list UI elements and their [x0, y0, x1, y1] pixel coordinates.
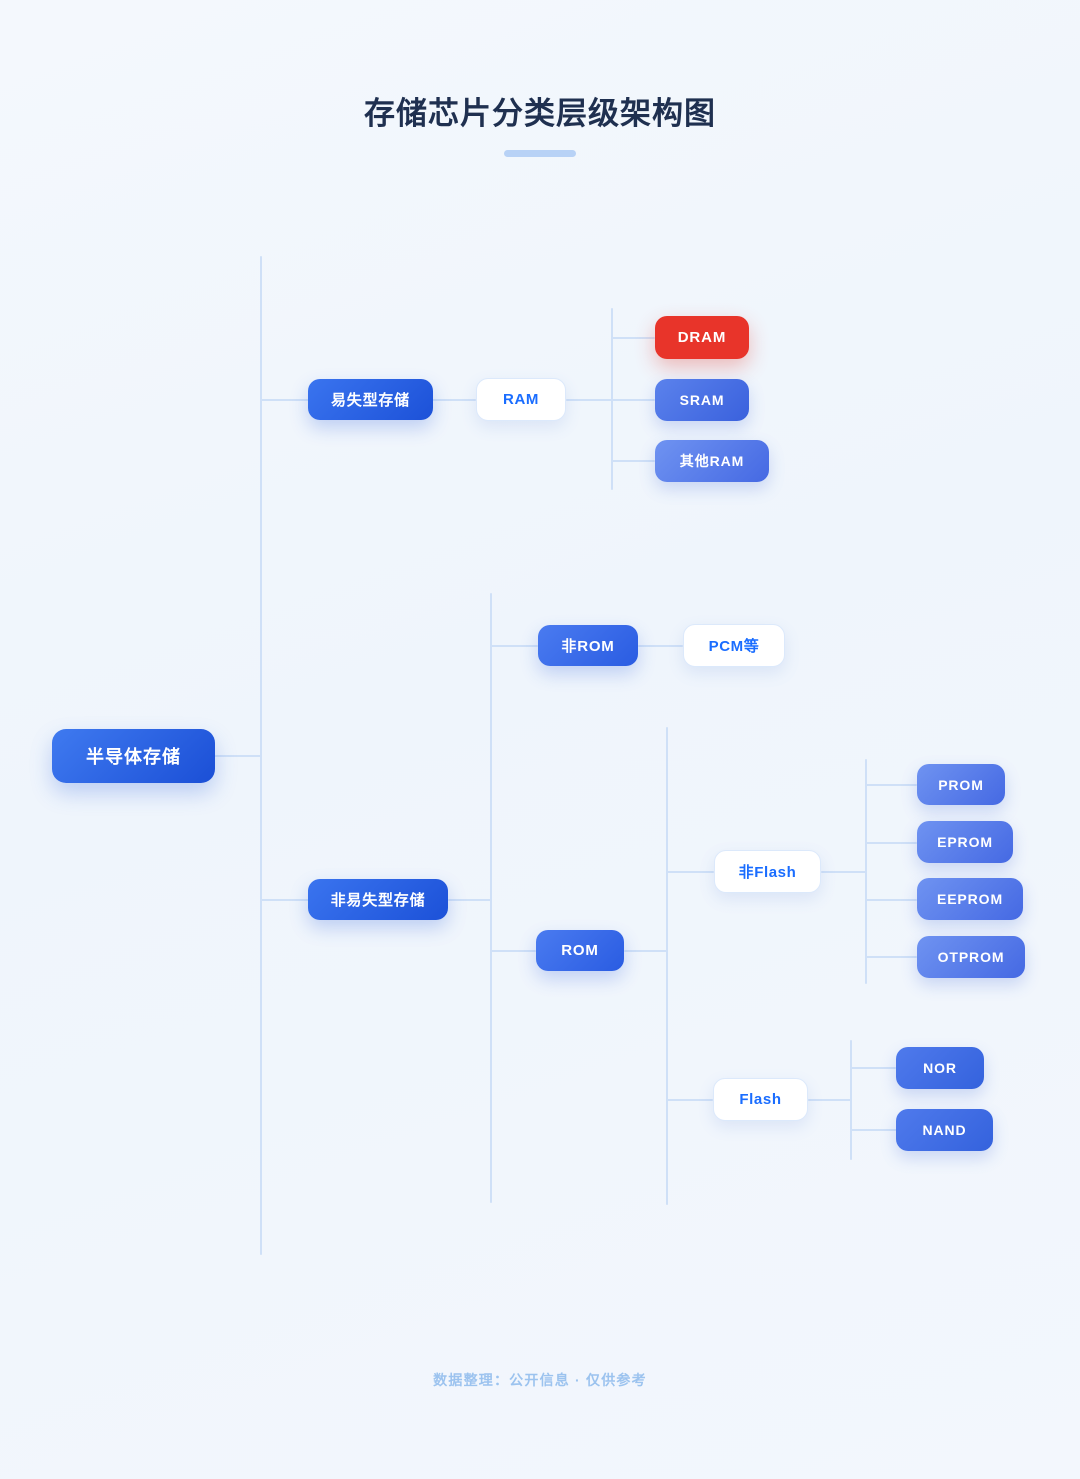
connector-to-eprom: [865, 842, 917, 844]
connector-to-nonvolatile: [260, 899, 309, 901]
node-other-ram[interactable]: 其他RAM: [655, 440, 769, 482]
node-ram[interactable]: RAM: [476, 378, 566, 421]
connector-rom-children-spine: [666, 727, 668, 1205]
node-pcm[interactable]: PCM等: [683, 624, 785, 667]
node-otprom[interactable]: OTPROM: [917, 936, 1025, 978]
node-root-semiconductor-storage[interactable]: 半导体存储: [52, 729, 215, 783]
connector-rom-to-non-flash: [666, 871, 714, 873]
node-label: DRAM: [677, 329, 727, 346]
connector-to-eeprom: [865, 899, 917, 901]
connector-ram-to-dram: [611, 337, 655, 339]
connector-nonvolatile-to-spine: [448, 899, 492, 901]
node-label: PCM等: [708, 638, 760, 655]
page-title: 存储芯片分类层级架构图: [364, 96, 716, 131]
node-label: EPROM: [937, 834, 993, 850]
connector-rom-to-flash: [666, 1099, 713, 1101]
node-dram[interactable]: DRAM: [655, 316, 749, 359]
title-underline-bar: [504, 150, 576, 157]
connector-to-nand: [850, 1129, 901, 1131]
node-label: PROM: [938, 776, 984, 793]
connector-non-rom-to-pcm: [638, 645, 683, 647]
node-label: NAND: [922, 1122, 967, 1138]
node-label: Flash: [739, 1091, 782, 1108]
connector-to-otprom: [865, 956, 917, 958]
connector-to-volatile: [260, 399, 309, 401]
node-label: SRAM: [679, 392, 725, 408]
node-label: EEPROM: [936, 891, 1004, 907]
node-label: NOR: [923, 1060, 957, 1076]
node-eprom[interactable]: EPROM: [917, 821, 1013, 863]
connector-flash-to-spine: [808, 1099, 851, 1101]
node-sram[interactable]: SRAM: [655, 379, 749, 421]
node-label: RAM: [503, 391, 539, 408]
node-volatile-storage[interactable]: 易失型存储: [308, 379, 433, 420]
node-prom[interactable]: PROM: [917, 764, 1005, 805]
connector-to-rom: [490, 950, 536, 952]
connector-root-stub: [214, 755, 261, 757]
node-label: 非Flash: [738, 864, 797, 881]
connector-ram-to-sram: [611, 399, 655, 401]
node-nand[interactable]: NAND: [896, 1109, 993, 1151]
node-label: OTPROM: [937, 949, 1005, 965]
connector-to-non-rom: [490, 645, 538, 647]
node-label: 半导体存储: [86, 747, 181, 767]
connector-non-flash-leaf-spine: [865, 759, 867, 984]
node-nonvolatile-storage[interactable]: 非易失型存储: [308, 879, 448, 920]
connector-volatile-to-ram: [432, 399, 476, 401]
node-label: 易失型存储: [330, 392, 410, 409]
node-label: 非易失型存储: [330, 892, 426, 909]
node-eeprom[interactable]: EEPROM: [917, 878, 1023, 920]
connector-root-spine: [260, 256, 262, 1255]
connector-to-nor: [850, 1067, 896, 1069]
node-flash[interactable]: Flash: [713, 1078, 808, 1121]
node-label: 其他RAM: [679, 453, 745, 469]
connector-nonvolatile-spine: [490, 593, 492, 1203]
connector-rom-to-spine: [624, 950, 667, 952]
node-non-flash[interactable]: 非Flash: [714, 850, 821, 893]
connector-flash-leaf-spine: [850, 1040, 852, 1160]
connector-non-flash-to-spine: [821, 871, 866, 873]
node-nor[interactable]: NOR: [896, 1047, 984, 1089]
connector-ram-to-other-ram: [611, 460, 655, 462]
node-rom[interactable]: ROM: [536, 930, 624, 971]
node-label: 非ROM: [561, 638, 615, 655]
footer-note: 数据整理：公开信息 · 仅供参考: [433, 1372, 647, 1388]
connector-to-prom: [865, 784, 917, 786]
node-non-rom[interactable]: 非ROM: [538, 625, 638, 666]
connector-ram-to-spine: [566, 399, 613, 401]
node-label: ROM: [561, 942, 599, 959]
